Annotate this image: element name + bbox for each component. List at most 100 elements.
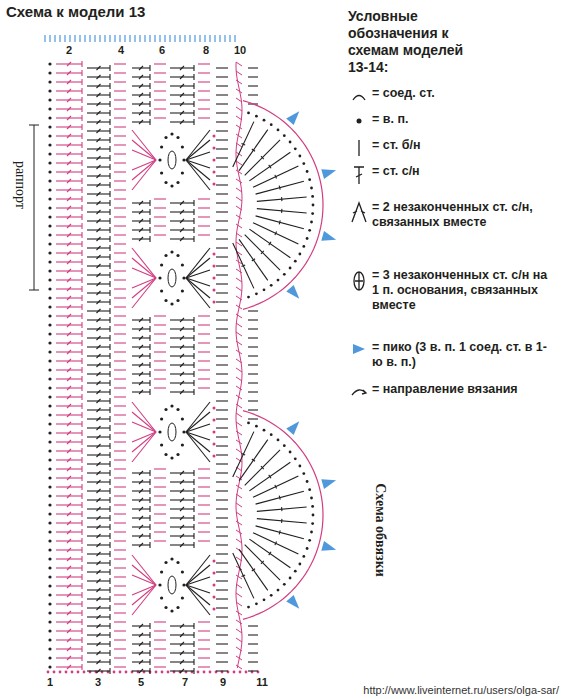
stitch-line — [114, 630, 126, 631]
stitch-line — [180, 354, 184, 358]
stitch-line — [81, 385, 82, 391]
stitch-line — [236, 521, 242, 525]
stitch-line — [198, 360, 210, 361]
stitch-line — [67, 98, 71, 102]
stitch-line — [189, 35, 190, 42]
stitch-line — [204, 35, 205, 42]
stitch-line — [114, 648, 126, 649]
stitch-line — [67, 215, 71, 219]
stitch-line — [180, 489, 184, 493]
stitch-line — [248, 76, 258, 77]
stitch-line — [81, 70, 82, 76]
stitch-line — [139, 345, 143, 349]
stitch-line — [149, 83, 150, 89]
stitch-line — [139, 624, 143, 628]
stitch-line — [269, 242, 271, 245]
stitch-line — [97, 345, 101, 349]
chain-dot — [209, 671, 212, 674]
stitch-line — [139, 633, 143, 637]
chain-dot — [53, 671, 56, 674]
stitch-line — [114, 477, 126, 478]
stitch-line — [248, 634, 258, 635]
stitch-line — [149, 524, 150, 530]
stitch-line — [186, 585, 210, 615]
picot-symbol — [321, 479, 336, 489]
stitch-line — [109, 263, 110, 269]
stitch-line — [193, 353, 194, 359]
stitch-line — [81, 655, 82, 661]
picot-symbol — [286, 285, 299, 299]
stitch-line — [67, 287, 71, 291]
stitch-line — [67, 368, 71, 372]
stitch-line — [132, 432, 156, 452]
chain-dot — [158, 430, 161, 433]
stitch-line — [97, 237, 101, 241]
chain-dot — [181, 289, 184, 292]
stitch-line — [114, 612, 126, 613]
legend-text: = ст. б/н — [372, 138, 557, 153]
stitch-line — [114, 225, 126, 226]
stitch-line — [279, 496, 280, 500]
stitch-line — [154, 621, 166, 622]
chain-dot — [48, 413, 51, 416]
stitch-line — [198, 495, 210, 496]
stitch-line — [269, 552, 271, 555]
stitch-line — [186, 432, 210, 462]
stitch-line — [216, 670, 228, 671]
stitch-line — [193, 110, 194, 116]
stitch-line — [198, 234, 210, 235]
stitch-line — [149, 497, 150, 503]
chain-dot — [164, 408, 167, 411]
stitch-line — [67, 647, 71, 651]
stitch-line — [139, 327, 143, 331]
stitch-line — [216, 328, 228, 329]
chain-dot — [310, 221, 313, 224]
stitch-line — [243, 411, 323, 620]
stitch-line — [261, 156, 264, 159]
stitch-line — [198, 540, 210, 541]
stitch-line — [236, 179, 242, 183]
chain-dot — [233, 671, 236, 674]
stitch-line — [114, 459, 126, 460]
stitch-line — [109, 641, 110, 647]
stitch-line — [97, 120, 101, 124]
stitch-line — [245, 140, 280, 175]
stitch-line — [139, 498, 143, 502]
stitch-line — [239, 549, 268, 590]
stitch-line — [193, 119, 194, 125]
stitch-line — [67, 629, 71, 633]
stitch-line — [236, 107, 242, 111]
stitch-line — [149, 362, 150, 368]
stitch-line — [149, 650, 150, 656]
stitch-line — [114, 333, 126, 334]
stitch-line — [54, 35, 55, 42]
stitch-line — [114, 108, 126, 109]
stitch-line — [139, 516, 143, 520]
stitch-line — [81, 241, 82, 247]
chain-dot — [48, 638, 51, 641]
stitch-line — [109, 416, 110, 422]
stitch-line — [99, 35, 100, 42]
stitch-line — [159, 35, 160, 42]
legend-heading: Условные обозначения к схемам моделей 13… — [348, 8, 478, 76]
chain-dot — [176, 254, 179, 257]
stitch-line — [139, 489, 143, 493]
stitch-line — [193, 632, 194, 638]
legend-item: = 2 незаконченных ст. с/н, связанных вме… — [348, 200, 557, 230]
stitch-line — [139, 543, 143, 547]
stitch-line — [252, 149, 255, 151]
chain-dot — [294, 147, 297, 150]
chain-dot — [213, 135, 216, 138]
stitch-line — [109, 119, 110, 125]
stitch-line — [114, 549, 126, 550]
stitch-line — [97, 642, 101, 646]
chain-dot — [270, 284, 273, 287]
stitch-line — [81, 430, 82, 436]
stitch-line — [139, 372, 143, 376]
chain-dot — [164, 254, 167, 257]
stitch-line — [109, 74, 110, 80]
row-number: 7 — [182, 676, 188, 688]
stitch-line — [114, 594, 126, 595]
stitch-line — [81, 565, 82, 571]
repeat-label: раппорт — [12, 161, 28, 209]
